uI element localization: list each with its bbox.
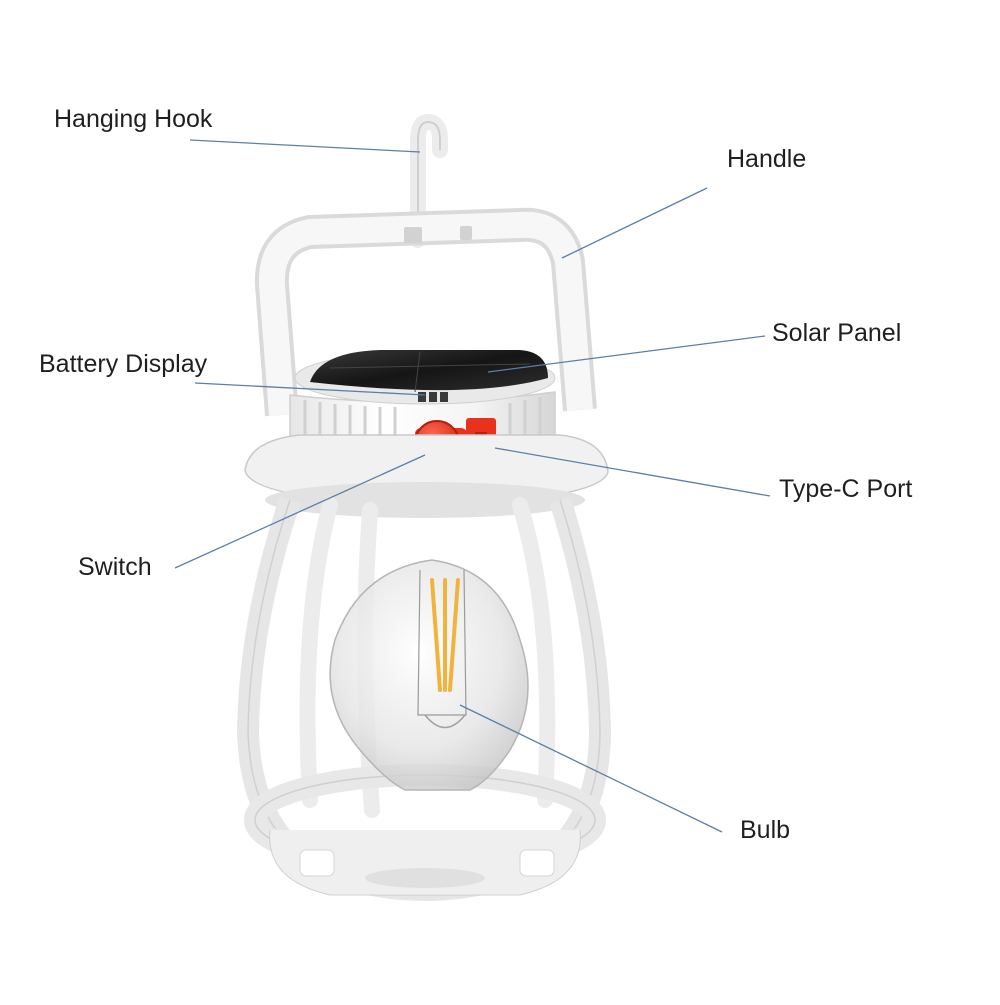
- leader-battery-display: [194, 382, 426, 396]
- label-hanging-hook: Hanging Hook: [54, 105, 213, 133]
- battery-display: [418, 392, 448, 402]
- leader-lines: [174, 139, 771, 833]
- label-handle: Handle: [727, 145, 807, 173]
- label-bulb: Bulb: [740, 816, 791, 844]
- leader-switch: [174, 454, 426, 569]
- label-type-c-port: Type-C Port: [779, 475, 913, 503]
- label-solar-panel: Solar Panel: [772, 319, 902, 347]
- label-switch: Switch: [78, 553, 152, 581]
- leader-solar-panel: [487, 335, 766, 373]
- leader-hanging-hook: [189, 139, 421, 153]
- leader-bulb: [459, 704, 723, 833]
- leader-type-c-port: [494, 447, 771, 497]
- bulb: [329, 559, 529, 791]
- label-battery-display: Battery Display: [39, 350, 208, 378]
- handle: [254, 207, 597, 417]
- hanging-hook: [410, 113, 448, 248]
- leader-handle: [561, 187, 708, 259]
